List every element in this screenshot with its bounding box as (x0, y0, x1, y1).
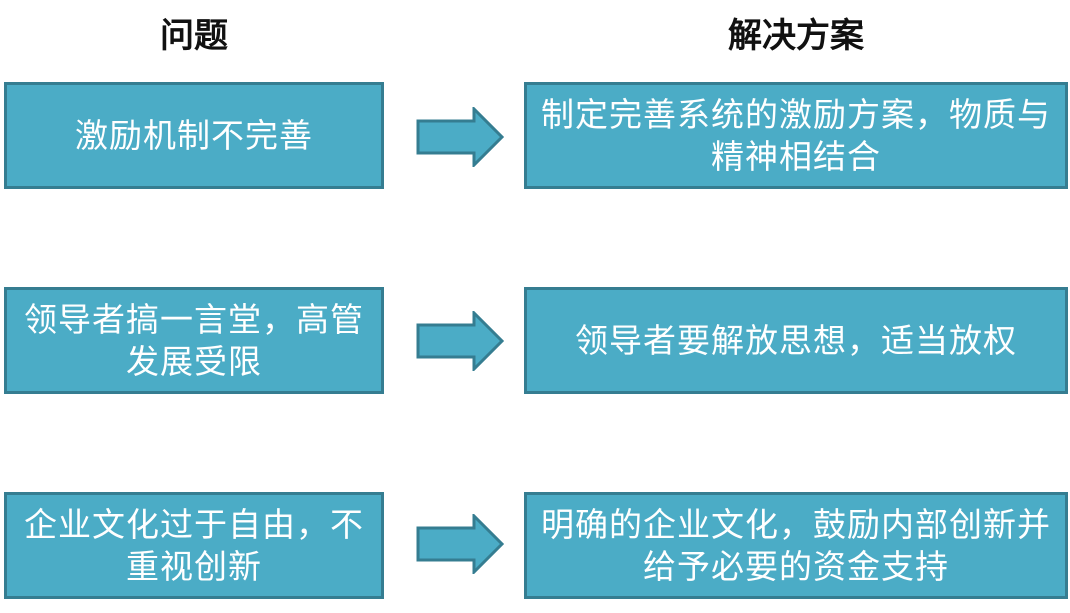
problem-box-1: 激励机制不完善 (4, 82, 384, 189)
solution-box-1: 制定完善系统的激励方案，物质与精神相结合 (524, 82, 1068, 189)
solution-box-2: 领导者要解放思想，适当放权 (524, 287, 1068, 394)
solution-box-3: 明确的企业文化，鼓励内部创新并给予必要的资金支持 (524, 492, 1068, 599)
solution-text-2: 领导者要解放思想，适当放权 (575, 320, 1017, 360)
solution-text-3: 明确的企业文化，鼓励内部创新并给予必要的资金支持 (541, 504, 1051, 586)
right-arrow-icon (416, 107, 504, 167)
right-arrow-icon (416, 311, 504, 371)
problem-column-header: 问题 (160, 16, 228, 56)
problem-text-1: 激励机制不完善 (75, 115, 313, 155)
problem-box-2: 领导者搞一言堂，高管发展受限 (4, 287, 384, 394)
solution-column-header: 解决方案 (728, 16, 864, 56)
problem-box-3: 企业文化过于自由，不重视创新 (4, 492, 384, 599)
solution-text-1: 制定完善系统的激励方案，物质与精神相结合 (541, 94, 1051, 176)
right-arrow-icon (416, 514, 504, 574)
problem-text-3: 企业文化过于自由，不重视创新 (24, 504, 364, 586)
problem-text-2: 领导者搞一言堂，高管发展受限 (24, 299, 364, 381)
